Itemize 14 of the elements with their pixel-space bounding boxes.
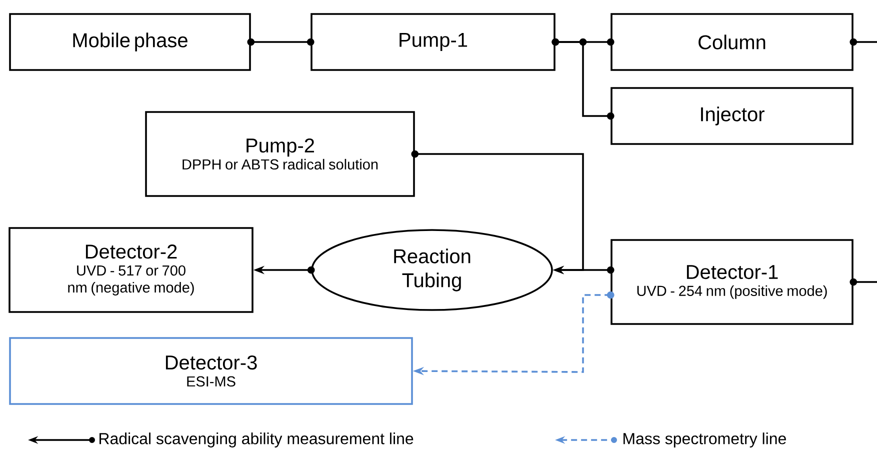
component-box: Detector-1 UVD - 254 nm (positive mode) [610,239,854,325]
component-box: Mobile phase [9,13,251,71]
connector-line [850,278,877,286]
component-box: Injector [610,87,854,145]
component-box: Detector-2 UVD - 517 or 700 nm (negative mode) [8,227,254,313]
connector-line [850,38,877,46]
legend-text: Mass spectrometry line [624,432,786,448]
connector-line [552,38,614,120]
legend-text: Radical scavenging ability measurement line [100,432,414,448]
connector-line [247,38,314,46]
component-box: Pump-1 [310,13,556,71]
component-box: Detector-3 ESI-MS [9,337,413,405]
component-box: Column [610,13,854,71]
component-box: Pump-2 DPPH or ABTS radical solution [145,111,415,197]
